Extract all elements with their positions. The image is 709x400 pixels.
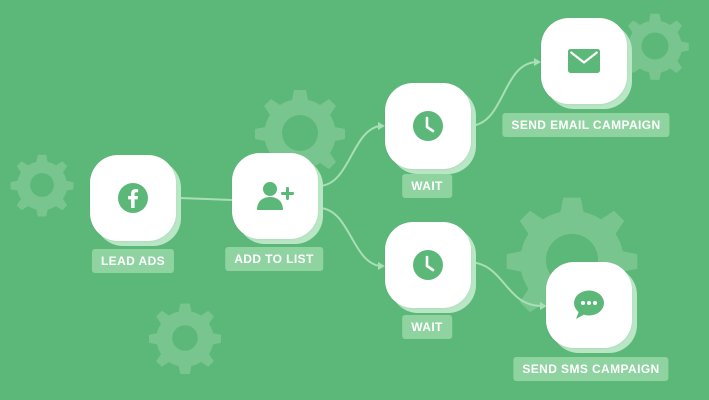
connector-leadads-addtolist — [179, 197, 233, 201]
gear-icon-left — [10, 154, 74, 217]
connector-arrow — [534, 58, 541, 66]
connector-addtolist-waitbottom — [319, 207, 381, 267]
node-label: LEAD ADS — [91, 249, 175, 273]
gear-icon-bottom-left — [149, 303, 221, 374]
node-lead-ads[interactable] — [90, 155, 181, 246]
connector-addtolist-waittop — [319, 125, 381, 187]
node-send-email[interactable] — [541, 18, 632, 109]
facebook-icon — [118, 183, 148, 213]
chat-bubble-icon — [574, 290, 604, 319]
node-label: SEND SMS CAMPAIGN — [513, 357, 669, 381]
connector-waitbottom-sms — [469, 261, 543, 307]
add-user-icon — [257, 182, 294, 210]
connector-arrow — [378, 262, 385, 270]
envelope-icon — [568, 49, 600, 73]
node-wait-top[interactable] — [385, 83, 476, 174]
node-label: ADD TO LIST — [225, 247, 323, 271]
connector-arrow — [378, 122, 385, 130]
node-send-sms[interactable] — [546, 262, 637, 353]
gear-icon-top-right — [621, 13, 689, 80]
gear-icon-center — [255, 90, 345, 178]
node-label: SEND EMAIL CAMPAIGN — [502, 113, 670, 137]
node-label: WAIT — [402, 174, 452, 198]
node-add-to-list[interactable] — [232, 153, 323, 244]
node-wait-bottom[interactable] — [385, 222, 476, 313]
connector-waittop-email — [469, 61, 537, 127]
node-label: WAIT — [402, 315, 452, 339]
clock-icon — [413, 250, 443, 280]
clock-icon — [413, 111, 443, 141]
connector-arrow — [540, 302, 547, 310]
